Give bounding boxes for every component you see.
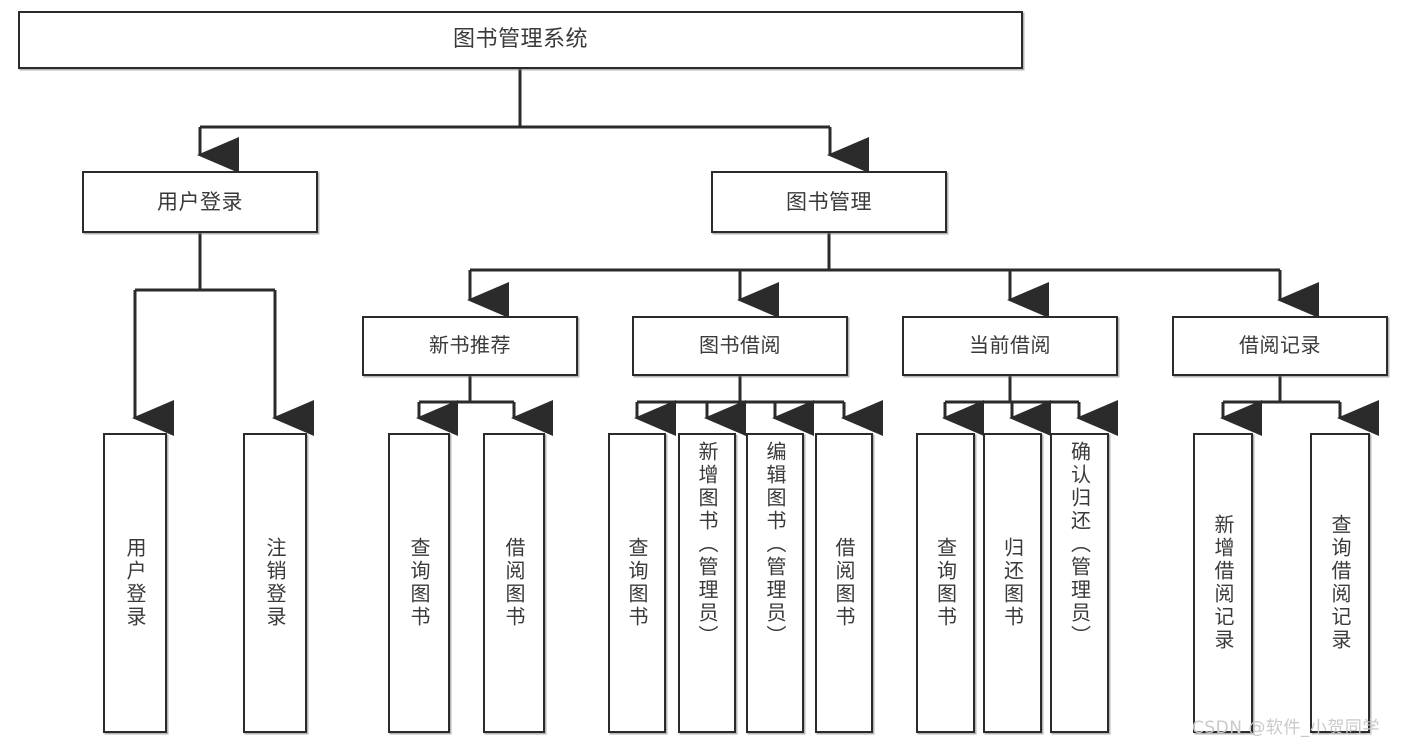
node-root-label: 图书管理系统 bbox=[452, 27, 588, 53]
node-new-book-recommend-label: 新书推荐 bbox=[429, 333, 511, 358]
leaf-query-borrow-record-label: 查询借阅记录 bbox=[1328, 514, 1352, 652]
leaf-query-book-recommend[interactable]: 查询图书 bbox=[388, 433, 450, 733]
leaf-query-book-current[interactable]: 查询图书 bbox=[916, 433, 975, 733]
leaf-logout-login[interactable]: 注销登录 bbox=[243, 433, 307, 733]
node-book-management[interactable]: 图书管理 bbox=[711, 171, 947, 233]
node-borrow-records-label: 借阅记录 bbox=[1239, 333, 1321, 358]
leaf-edit-book-admin[interactable]: 编辑图书（管理员） bbox=[746, 433, 804, 733]
node-user-login[interactable]: 用户登录 bbox=[82, 171, 318, 233]
node-book-borrow-label: 图书借阅 bbox=[699, 333, 781, 358]
leaf-add-book-admin-label: 新增图书（管理员） bbox=[695, 441, 719, 648]
leaf-add-borrow-record-label: 新增借阅记录 bbox=[1211, 514, 1235, 652]
node-book-borrow[interactable]: 图书借阅 bbox=[632, 316, 848, 376]
leaf-user-login-label: 用户登录 bbox=[123, 537, 147, 629]
leaf-logout-login-label: 注销登录 bbox=[263, 537, 287, 629]
leaf-confirm-return-admin[interactable]: 确认归还（管理员） bbox=[1050, 433, 1109, 733]
node-current-borrow[interactable]: 当前借阅 bbox=[902, 316, 1118, 376]
leaf-query-book-borrow-label: 查询图书 bbox=[625, 537, 649, 629]
leaf-borrow-book-label: 借阅图书 bbox=[832, 537, 856, 629]
leaf-add-borrow-record[interactable]: 新增借阅记录 bbox=[1193, 433, 1253, 733]
leaf-return-book[interactable]: 归还图书 bbox=[983, 433, 1042, 733]
leaf-add-book-admin[interactable]: 新增图书（管理员） bbox=[678, 433, 736, 733]
leaf-query-book-borrow[interactable]: 查询图书 bbox=[608, 433, 666, 733]
node-borrow-records[interactable]: 借阅记录 bbox=[1172, 316, 1388, 376]
node-user-login-label: 用户登录 bbox=[157, 189, 243, 214]
leaf-edit-book-admin-label: 编辑图书（管理员） bbox=[763, 441, 787, 648]
leaf-borrow-book-recommend-label: 借阅图书 bbox=[502, 537, 526, 629]
leaf-confirm-return-admin-label: 确认归还（管理员） bbox=[1067, 441, 1092, 648]
leaf-return-book-label: 归还图书 bbox=[1000, 537, 1025, 629]
leaf-query-book-current-label: 查询图书 bbox=[933, 537, 958, 629]
leaf-query-borrow-record[interactable]: 查询借阅记录 bbox=[1310, 433, 1370, 733]
node-current-borrow-label: 当前借阅 bbox=[969, 333, 1051, 358]
leaf-user-login[interactable]: 用户登录 bbox=[103, 433, 167, 733]
node-root[interactable]: 图书管理系统 bbox=[18, 11, 1023, 69]
leaf-query-book-recommend-label: 查询图书 bbox=[407, 537, 431, 629]
node-book-management-label: 图书管理 bbox=[786, 189, 872, 214]
leaf-borrow-book-recommend[interactable]: 借阅图书 bbox=[483, 433, 545, 733]
leaf-borrow-book[interactable]: 借阅图书 bbox=[815, 433, 873, 733]
node-new-book-recommend[interactable]: 新书推荐 bbox=[362, 316, 578, 376]
